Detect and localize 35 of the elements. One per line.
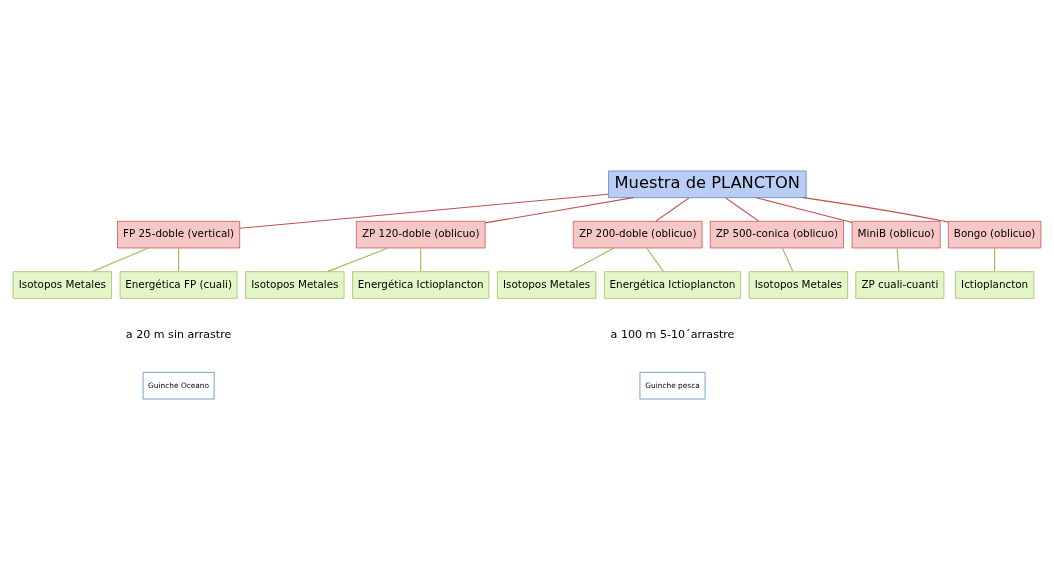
- node-box: Energética Ictioplancton: [604, 270, 741, 299]
- node-box: Isotopos Metales: [497, 270, 597, 299]
- connector: [569, 247, 615, 272]
- node-box: ZP cuali-cuanti: [855, 270, 945, 299]
- connector: [646, 247, 664, 272]
- connector: [178, 247, 180, 272]
- connector: [484, 196, 634, 223]
- node-box: ZP 500-conica (oblicuo): [709, 220, 844, 248]
- node-box: MiniB (oblicuo): [851, 220, 941, 248]
- node-box: Guinche pesca: [639, 371, 706, 399]
- label: a 20 m sin arrastre: [125, 327, 232, 341]
- connector: [802, 196, 949, 223]
- node-box: Guinche Oceano: [142, 371, 215, 399]
- connector: [239, 193, 609, 229]
- connector: [994, 247, 996, 272]
- connector: [326, 247, 389, 272]
- node-box: Ictioplancton: [955, 270, 1035, 299]
- node-box: Isotopos Metales: [748, 270, 848, 299]
- connector: [655, 196, 690, 222]
- node-box: Muestra de PLANCTON: [608, 170, 807, 198]
- node-box: Isotopos Metales: [12, 270, 112, 299]
- connector: [420, 247, 422, 272]
- node-box: Energética Ictioplancton: [352, 270, 490, 299]
- node-box: ZP 120-doble (oblicuo): [355, 220, 486, 248]
- node-box: ZP 200-doble (oblicuo): [572, 220, 703, 248]
- node-box: Isotopos Metales: [245, 270, 345, 299]
- connector: [782, 247, 794, 272]
- connector: [755, 196, 853, 223]
- node-box: Energética FP (cuali): [119, 270, 238, 299]
- node-box: Bongo (oblicuo): [948, 220, 1042, 248]
- node-box: FP 25-doble (vertical): [117, 220, 241, 248]
- connector: [725, 196, 760, 222]
- connector: [896, 247, 900, 272]
- label: a 100 m 5-10´arrastre: [610, 327, 735, 341]
- connector: [91, 247, 149, 272]
